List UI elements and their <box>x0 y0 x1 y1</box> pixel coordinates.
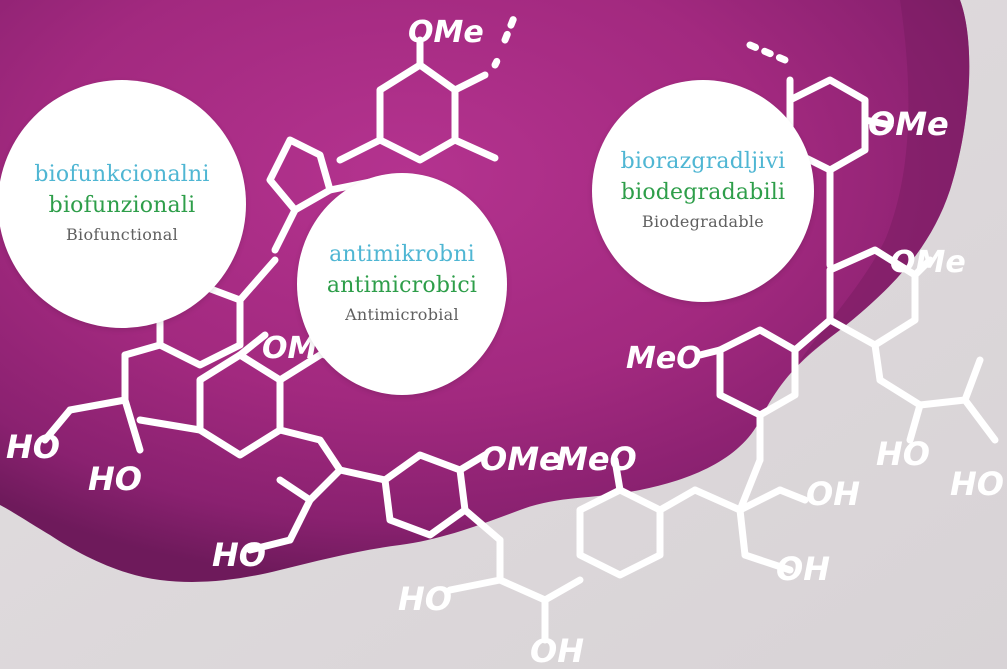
ome-top-label: OMe <box>408 15 484 50</box>
slovenian-label: biofunkcionalni <box>34 162 210 187</box>
oh-bottom-right-label: OH <box>776 550 830 588</box>
ome-upper-right-label: OMe <box>868 105 949 143</box>
ho-bottom-mid-label: HO <box>398 580 452 618</box>
english-label: Biodegradable <box>641 212 765 231</box>
ho-far-right-label: HO <box>876 435 930 473</box>
biodegradable-bubble: biorazgradljivi biodegradabili Biodegrad… <box>592 80 814 302</box>
ome-right-label: OMe <box>890 245 966 280</box>
ho-left-label: HO <box>6 428 60 466</box>
ho-far-right-low-label: HO <box>950 465 1004 503</box>
ho-bottom-left-label: HO <box>212 536 266 574</box>
meo-right-label: MeO <box>626 341 702 376</box>
english-label: Antimicrobial <box>345 305 459 324</box>
italian-label: antimicrobici <box>326 273 478 298</box>
chemical-structure <box>41 11 999 644</box>
antimicrobial-bubble: antimikrobni antimicrobici Antimicrobial <box>297 173 507 395</box>
ink-stain-edge <box>795 0 970 368</box>
ho-left-low-label: HO <box>88 460 142 498</box>
biofunctional-bubble: biofunkcionalni biofunzionali Biofunctio… <box>0 80 246 328</box>
oh-bottom-label: OH <box>530 632 584 669</box>
slovenian-label: biorazgradljivi <box>620 149 786 174</box>
slovenian-label: antimikrobni <box>329 242 475 267</box>
ome-mid-label: OMe <box>480 440 561 478</box>
english-label: Biofunctional <box>65 225 179 244</box>
italian-label: biofunzionali <box>48 193 196 218</box>
meo-mid-label: MeO <box>556 440 637 478</box>
oh-right-label: OH <box>806 475 860 513</box>
italian-label: biodegradabili <box>620 180 786 205</box>
